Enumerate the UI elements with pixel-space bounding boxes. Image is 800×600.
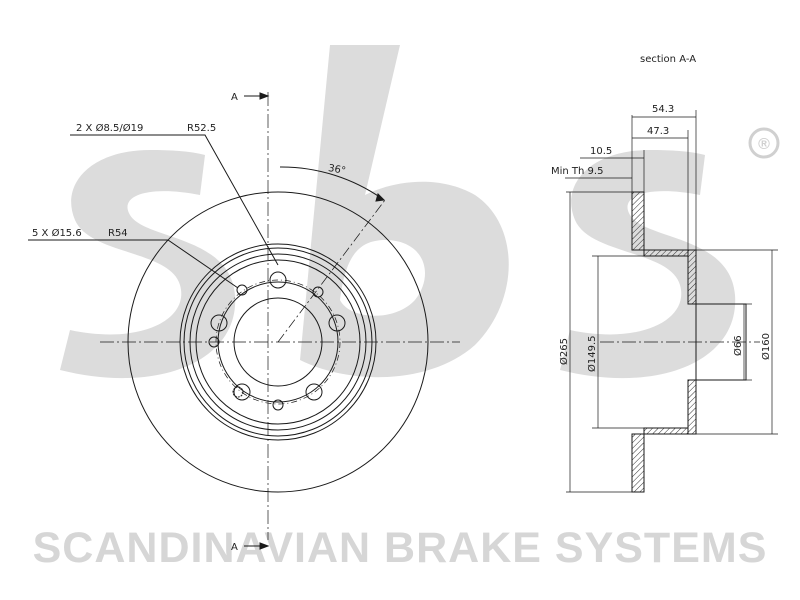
bolt-hole [272,399,284,411]
dim-hub-width: 47.3 [647,126,669,137]
bolt-hole [312,286,324,298]
watermark-tagline: SCANDINAVIAN BRAKE SYSTEMS [33,524,768,572]
friction-ring-top [631,191,645,251]
dim-overall-width: 54.3 [652,104,674,115]
hub-face-bottom [687,379,697,435]
hub-face-top [687,249,697,305]
stud-hole-radius: R54 [108,228,128,239]
bolt-circle [215,279,341,405]
section-view-labels: section A-A 54.3 47.3 10.5 Min Th 9.5 Ø2… [551,54,772,372]
angle-arrowhead [375,193,386,202]
bolt-hole-radius: R52.5 [187,123,216,134]
dim-hat-diameter: Ø149.5 [586,336,598,373]
bolt-hole-leader [70,134,279,266]
registered-mark-text: ® [758,136,770,153]
stud-hole [233,383,251,401]
section-arrowhead-top [259,92,270,100]
angle-label: 36° [327,163,346,177]
front-view-labels: A A 2 X Ø8.5/Ø19 R52.5 5 X Ø15.6 R54 36° [32,92,347,553]
dim-outer-diameter: Ø265 [558,338,570,365]
angle-arc [279,166,385,201]
section-marker-top: A [231,92,238,103]
hat-wall-top [643,249,689,257]
stud-hole-leader [28,239,239,289]
section-marker-bottom: A [231,542,238,553]
front-view [28,92,460,550]
stud-hole-label: 5 X Ø15.6 [32,227,82,239]
section-arrowhead-bottom [259,542,270,550]
section-view [565,110,778,493]
stud-hole [328,314,346,332]
stud-hole [210,314,228,332]
sbs-logo-glyphs [60,45,736,379]
stud-hole [269,271,287,289]
bolt-hole-label: 2 X Ø8.5/Ø19 [76,122,143,134]
friction-ring-bottom [631,433,645,493]
section-title: section A-A [640,54,696,65]
dim-center-bore: Ø66 [732,335,744,356]
registered-mark: ® [748,127,780,159]
radial-line [277,199,386,343]
dim-disc-thickness: 10.5 [590,146,612,157]
dim-hub-diameter: Ø160 [760,333,772,360]
bolt-hole [236,284,248,296]
sbs-watermark: ® SCANDINAVIAN BRAKE SYSTEMS [33,45,780,572]
stud-hole [305,383,323,401]
hat-wall-bottom [643,427,689,435]
dim-min-thickness: Min Th 9.5 [551,166,603,177]
bolt-hole [232,386,244,398]
